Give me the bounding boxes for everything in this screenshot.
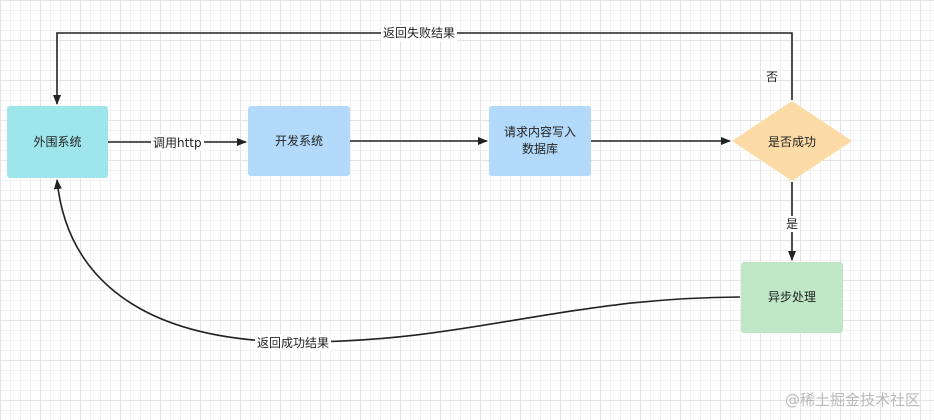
async-process-label: 异步处理 [767,290,816,304]
write-db-node: 请求内容写入 数据库 [489,106,591,176]
edge-return-success [53,179,741,343]
external-system-node: 外围系统 [7,106,108,178]
write-db-label: 请求内容写入 数据库 [503,125,576,156]
success-check-label: 是否成功 [767,134,816,149]
dev-system-node: 开发系统 [248,106,350,176]
watermark-text: @稀土掘金技术社区 [784,391,920,409]
call-http-label: 调用http [151,135,204,151]
success-check-diamond [732,101,852,181]
return-success-label: 返回成功结果 [255,335,332,351]
edge-return-fail [53,32,793,105]
return-fail-label: 返回失败结果 [381,25,458,41]
yes-label: 是 [784,216,801,232]
no-label: 否 [766,70,779,84]
async-process-node: 异步处理 [741,262,843,333]
dev-system-label: 开发系统 [274,133,323,148]
external-system-label: 外围系统 [33,134,82,149]
